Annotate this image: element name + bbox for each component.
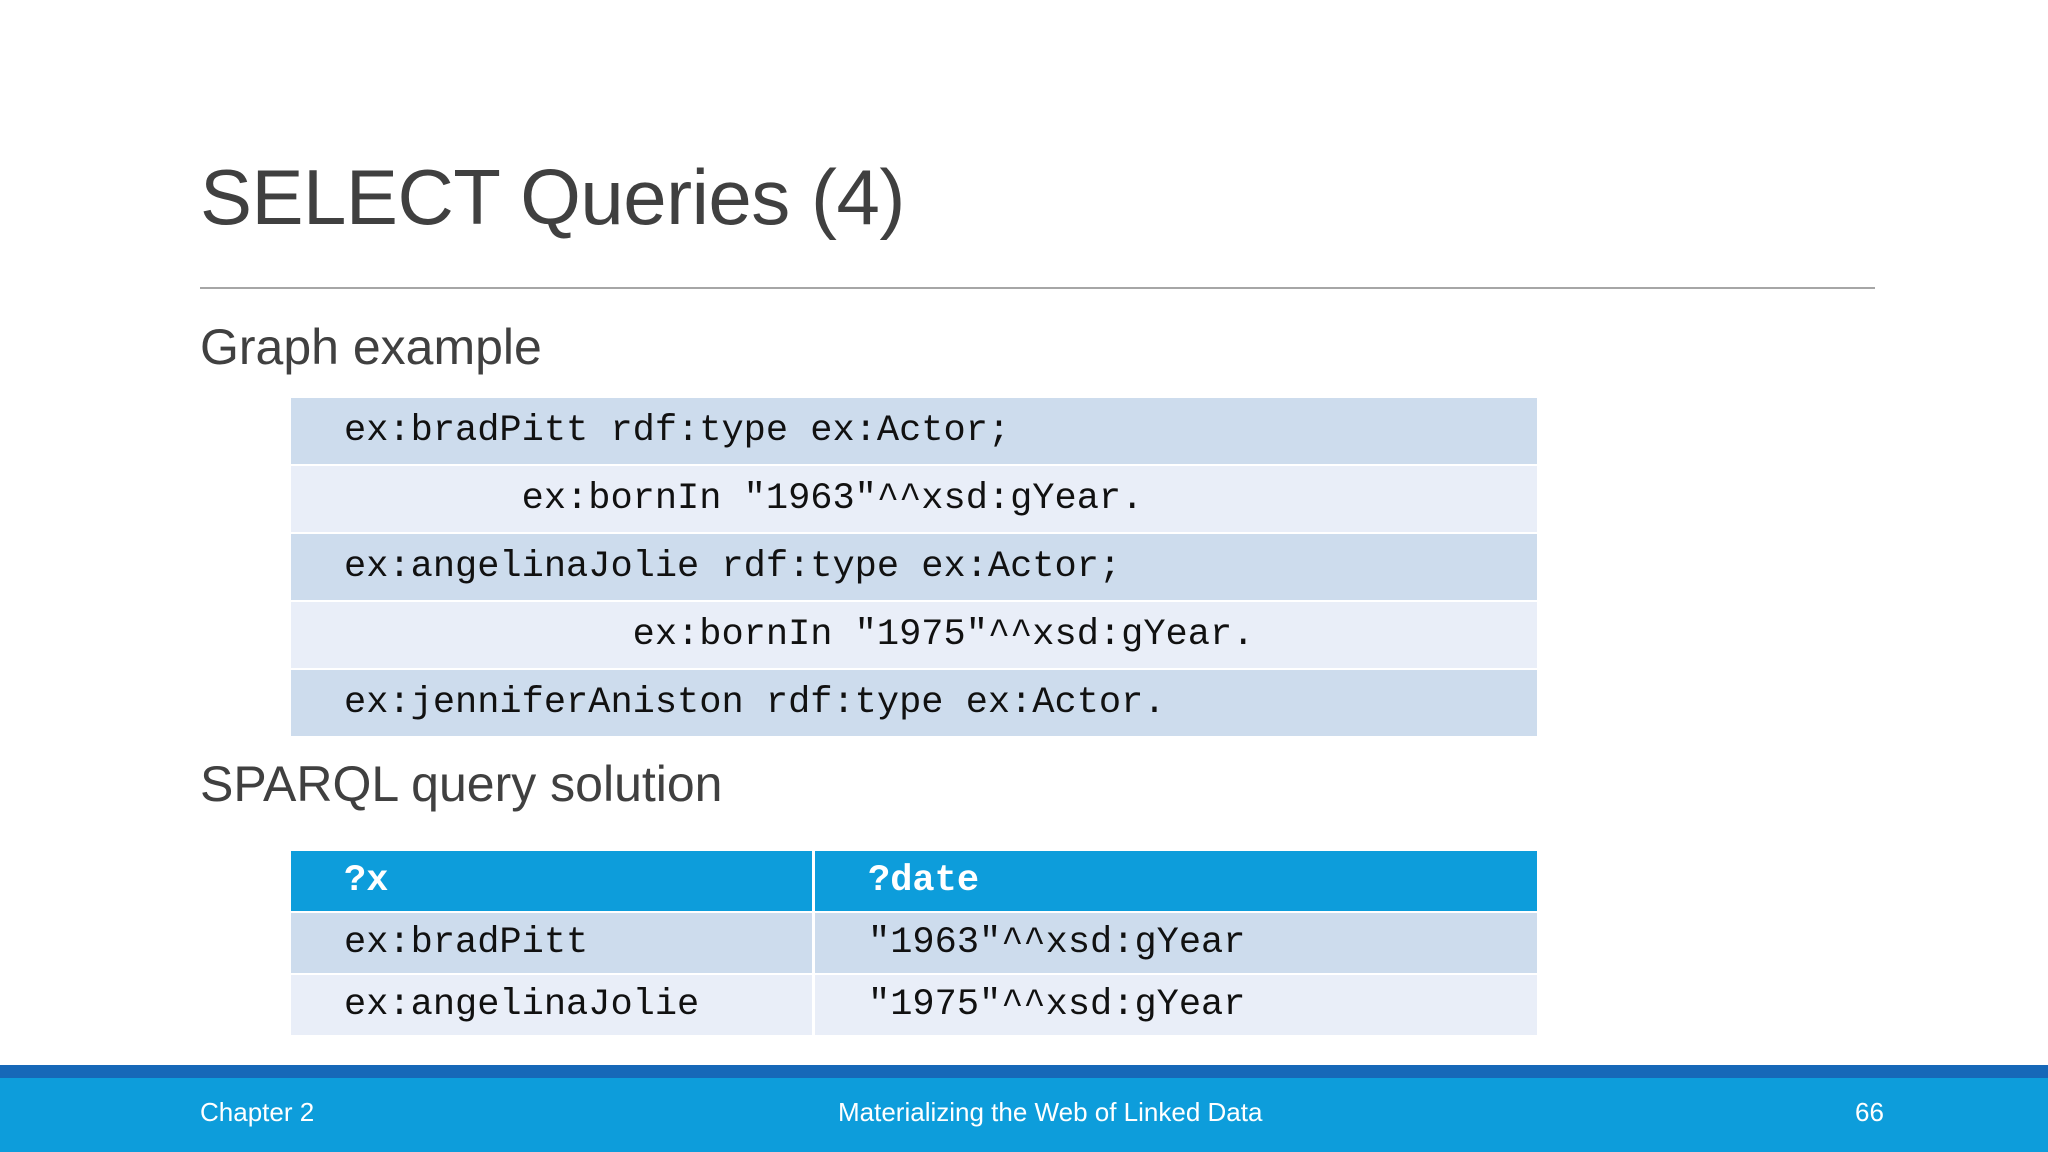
sparql-solution-table: ?x ?date ex:bradPitt "1963"^^xsd:gYear e…: [291, 851, 1537, 1035]
footer-accent-stripe: [0, 1065, 2048, 1078]
table-cell-date: "1975"^^xsd:gYear: [815, 973, 1537, 1035]
code-row: ex:bradPitt rdf:type ex:Actor;: [291, 398, 1537, 464]
table-row: ex:bradPitt "1963"^^xsd:gYear: [291, 911, 1537, 973]
table-cell-date: "1963"^^xsd:gYear: [815, 911, 1537, 973]
footer-page-number: 66: [1855, 1097, 1884, 1127]
column-header-date: ?date: [815, 851, 1537, 911]
code-row: ex:jenniferAniston rdf:type ex:Actor.: [291, 670, 1537, 736]
graph-example-code-block: ex:bradPitt rdf:type ex:Actor; ex:bornIn…: [291, 398, 1537, 738]
table-cell-x: ex:angelinaJolie: [291, 973, 815, 1035]
slide-footer: Chapter 2 Materializing the Web of Linke…: [0, 1065, 2048, 1152]
footer-chapter-label: Chapter 2: [200, 1097, 315, 1127]
page-title: SELECT Queries (4): [200, 153, 905, 241]
code-row: ex:bornIn "1975"^^xsd:gYear.: [291, 602, 1537, 668]
column-header-x: ?x: [291, 851, 815, 911]
title-divider: [200, 287, 1875, 289]
table-header-row: ?x ?date: [291, 851, 1537, 911]
graph-example-heading: Graph example: [200, 319, 542, 375]
code-row: ex:angelinaJolie rdf:type ex:Actor;: [291, 534, 1537, 600]
table-cell-x: ex:bradPitt: [291, 911, 815, 973]
footer-bar: [0, 1078, 2048, 1152]
footer-title-label: Materializing the Web of Linked Data: [838, 1097, 1263, 1127]
table-row: ex:angelinaJolie "1975"^^xsd:gYear: [291, 973, 1537, 1035]
code-row: ex:bornIn "1963"^^xsd:gYear.: [291, 466, 1537, 532]
sparql-solution-heading: SPARQL query solution: [200, 756, 723, 812]
